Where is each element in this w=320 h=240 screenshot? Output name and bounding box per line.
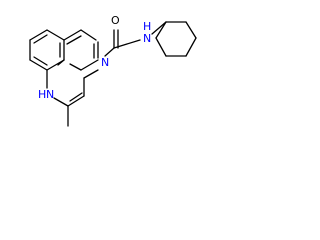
bond — [80, 29, 97, 41]
double-bond-inner — [33, 34, 48, 44]
bond — [113, 39, 141, 49]
pyridine-ring — [57, 29, 99, 71]
bond — [29, 59, 48, 71]
bond — [29, 29, 48, 41]
bond — [155, 21, 167, 39]
bond — [63, 29, 82, 41]
amide-nitrogen-label: N — [101, 56, 109, 69]
urea-linkage — [104, 29, 141, 57]
double-bond-inner — [69, 92, 83, 102]
nh-nitrogen-label: N — [143, 32, 151, 45]
nh-hydrogen-label: H — [143, 20, 151, 33]
bond — [80, 59, 99, 71]
bond — [83, 69, 99, 79]
bond — [57, 59, 65, 66]
bond — [155, 37, 167, 57]
molecule-structure: O N N H H N — [29, 14, 197, 127]
molecule-diagram: O N N H H N — [0, 0, 225, 153]
ring-nitrogen-label: N — [46, 88, 54, 101]
bond — [46, 29, 65, 41]
bond — [104, 47, 115, 57]
bond — [185, 21, 197, 39]
bond — [185, 37, 197, 57]
dihydro-ring-lower — [46, 69, 99, 107]
double-bond-inner — [33, 56, 48, 66]
cyclohexane-ring — [151, 21, 197, 57]
bond — [151, 21, 167, 35]
bond — [69, 63, 82, 71]
bond — [53, 97, 69, 107]
ring-nh-hydrogen-label: H — [38, 88, 46, 101]
double-bond-inner — [66, 35, 82, 45]
bond — [67, 95, 85, 107]
oxygen-atom-label: O — [111, 14, 120, 27]
